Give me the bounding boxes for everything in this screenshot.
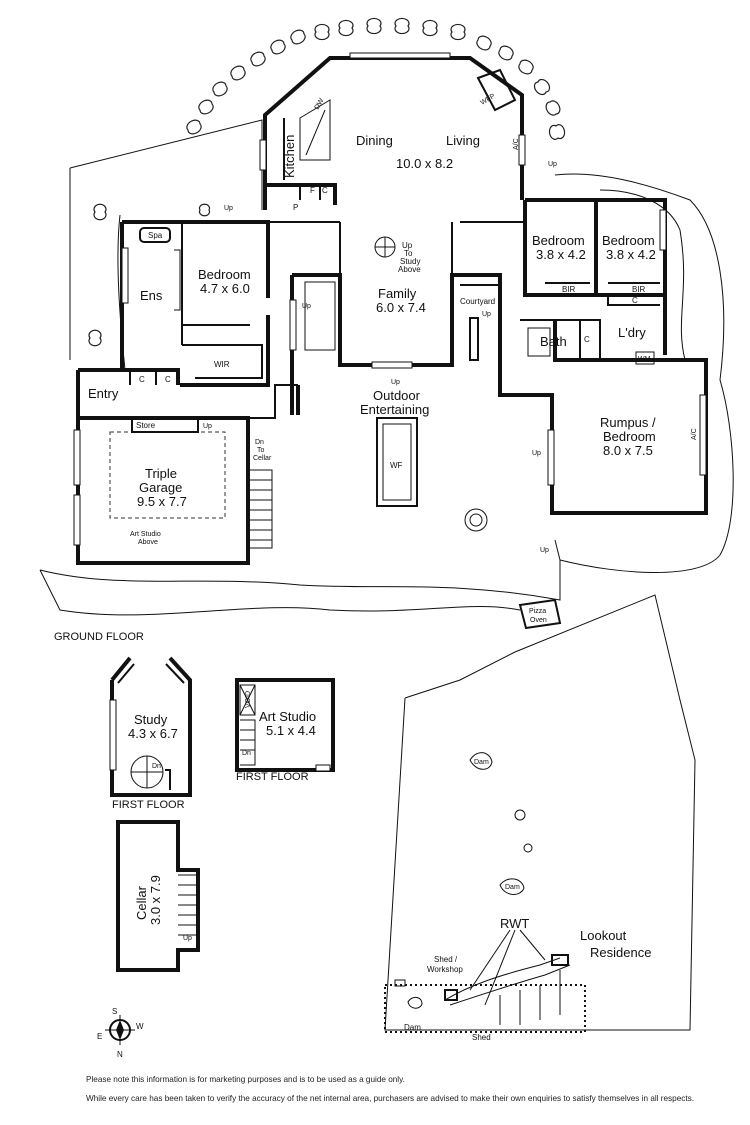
shed-workshop-label-2: Workshop: [427, 965, 463, 974]
fridge-label: F: [310, 186, 315, 195]
up-rumpus-label: Up: [532, 450, 541, 457]
dam-1-label: Dam: [474, 759, 489, 766]
cellar-dim: 3.0 x 7.9: [148, 875, 163, 925]
bedroom-2-dim: 3.8 x 4.2: [536, 247, 586, 262]
bir-3-label: BIR: [632, 285, 646, 294]
dining-living-dim: 10.0 x 8.2: [396, 156, 453, 171]
cellar-plan: [116, 820, 200, 972]
ground-floor-label: GROUND FLOOR: [54, 631, 144, 643]
bedroom-3-dim: 3.8 x 4.2: [606, 247, 656, 262]
kitchen-label: Kitchen: [282, 135, 297, 178]
dn-cellar-1: Dn: [255, 439, 264, 446]
first-floor-study-label: FIRST FLOOR: [112, 799, 185, 811]
ensuite-label: Ens: [140, 288, 163, 303]
up-kitchen-label: Up: [224, 205, 233, 212]
residence-label: Residence: [590, 945, 651, 960]
rwt-label: RWT: [500, 916, 529, 931]
ac-rumpus-label: A/C: [691, 428, 698, 440]
outdoor-label-1: Outdoor: [373, 388, 421, 403]
art-studio-label: Art Studio: [259, 709, 316, 724]
compass-north: N: [117, 1050, 123, 1059]
void-label: VOID: [245, 691, 252, 708]
up-outdoor-label: Up: [391, 379, 400, 386]
wir-label: WIR: [214, 360, 230, 369]
pantry-label: P: [293, 203, 298, 212]
shed-workshop-label-1: Shed /: [434, 955, 458, 964]
site-plan: [384, 594, 696, 1033]
entry-label: Entry: [88, 386, 119, 401]
compass-west: W: [136, 1022, 144, 1031]
art-above-label-1: Art Studio: [130, 531, 161, 538]
landscape-outlines: [39, 119, 734, 616]
bir-2-label: BIR: [562, 285, 576, 294]
family-dim: 6.0 x 7.4: [376, 300, 426, 315]
lookout-label: Lookout: [580, 928, 627, 943]
compass-rose: [105, 1015, 135, 1045]
windows: [73, 52, 707, 546]
bedroom-2-label: Bedroom: [532, 233, 585, 248]
linen-cupboard-label: C: [632, 296, 638, 305]
disclaimer-line-1: Please note this information is for mark…: [86, 1075, 405, 1084]
cupboard-entry-2: C: [165, 375, 171, 384]
dam-2-label: Dam: [505, 884, 520, 891]
water-feature-label: WF: [390, 461, 403, 470]
art-above-label-2: Above: [138, 539, 158, 546]
up-living-label: Up: [548, 161, 557, 168]
garage-dim: 9.5 x 7.7: [137, 494, 187, 509]
dam-3-label: Dam: [404, 1023, 421, 1032]
bedroom-3-label: Bedroom: [602, 233, 655, 248]
study-above-2: To: [404, 249, 413, 258]
outdoor-label-2: Entertaining: [360, 402, 429, 417]
cellar-up-label: Up: [183, 935, 192, 942]
garden-shrubs: [88, 17, 566, 347]
up-family-label: Up: [302, 303, 311, 310]
living-label: Living: [446, 133, 480, 148]
courtyard-label: Courtyard: [460, 297, 495, 306]
up-courtyard-label: Up: [482, 311, 491, 318]
cupboard-label: C: [322, 186, 328, 195]
shed-label: Shed: [472, 1033, 491, 1042]
compass-east: E: [97, 1032, 102, 1041]
garage-label-1: Triple: [145, 466, 177, 481]
dining-label: Dining: [356, 133, 393, 148]
dn-cellar-3: Cellar: [253, 455, 272, 462]
disclaimer: Please note this information is for mark…: [86, 1070, 726, 1108]
study-above-1: Up: [402, 241, 413, 250]
rumpus-dim: 8.0 x 7.5: [603, 443, 653, 458]
family-label: Family: [378, 286, 417, 301]
study-plan: [109, 656, 192, 797]
study-dim: 4.3 x 6.7: [128, 726, 178, 741]
pizza-label-2: Oven: [530, 617, 547, 624]
compass-south: S: [112, 1007, 117, 1016]
cupboard-entry-1: C: [139, 375, 145, 384]
study-dn-label: Dn: [152, 763, 161, 770]
pizza-label-1: Pizza: [529, 608, 546, 615]
study-label: Study: [134, 712, 168, 727]
ac-living-label: A/C: [513, 138, 520, 150]
garage-label-2: Garage: [139, 480, 182, 495]
bath-label: Bath: [540, 334, 567, 349]
art-studio-plan: [235, 678, 335, 772]
art-dn-label: Dn: [242, 750, 251, 757]
up-garden-label: Up: [540, 547, 549, 554]
rumpus-label-1: Rumpus /: [600, 415, 656, 430]
laundry-label: L'dry: [618, 325, 646, 340]
spa-label: Spa: [148, 231, 163, 240]
master-bedroom-label: Bedroom: [198, 267, 251, 282]
store-label: Store: [136, 421, 156, 430]
disclaimer-line-2: While every care has been taken to verif…: [86, 1094, 694, 1103]
washing-machine-label: WM: [638, 356, 651, 363]
cellar-label: Cellar: [134, 885, 149, 920]
wood-fire-label: WFP: [480, 93, 497, 107]
master-bedroom-dim: 4.7 x 6.0: [200, 281, 250, 296]
study-above-4: Above: [398, 265, 421, 274]
study-above-3: Study: [400, 257, 420, 266]
first-floor-art-label: FIRST FLOOR: [236, 771, 309, 783]
art-studio-dim: 5.1 x 4.4: [266, 723, 316, 738]
bath-cupboard-label: C: [584, 335, 590, 344]
rumpus-label-2: Bedroom: [603, 429, 656, 444]
dn-cellar-2: To: [257, 447, 265, 454]
up-garage-label: Up: [203, 423, 212, 430]
